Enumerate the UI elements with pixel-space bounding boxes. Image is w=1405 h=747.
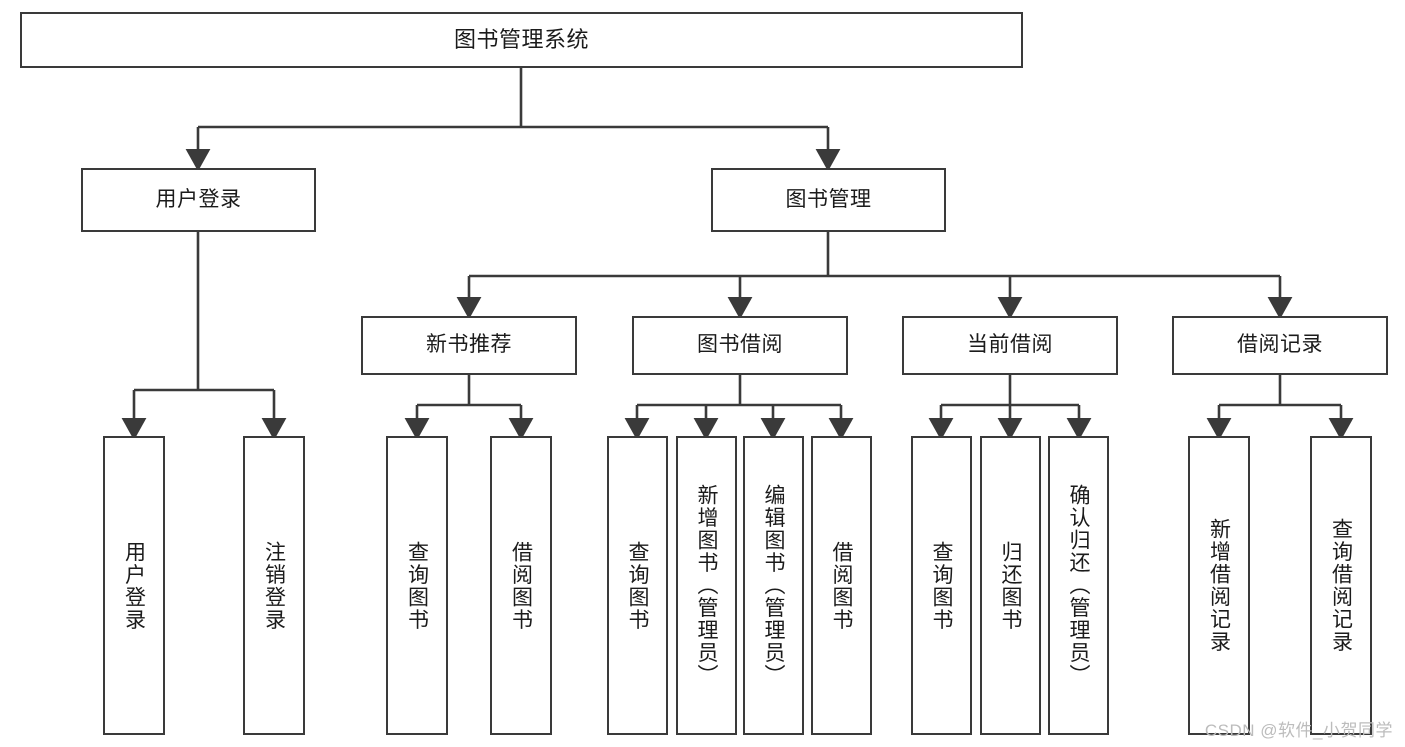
node-label: 注销登录 [262, 540, 286, 631]
node-label: 图书管理系统 [453, 27, 589, 53]
node-label: 用户登录 [122, 540, 146, 631]
node-label: 图书管理 [785, 187, 872, 211]
node-book-management[interactable]: 图书管理 [711, 168, 946, 232]
node-label: 用户登录 [155, 187, 242, 211]
node-label: 归还图书 [999, 540, 1022, 631]
leaf-query-borrow-record[interactable]: 查询借阅记录 [1310, 436, 1372, 735]
node-label: 新增图书（管理员） [695, 484, 718, 687]
leaf-logout[interactable]: 注销登录 [243, 436, 305, 735]
node-borrow-record[interactable]: 借阅记录 [1172, 316, 1388, 375]
leaf-user-login[interactable]: 用户登录 [103, 436, 165, 735]
watermark: CSDN @软件_小贺同学 [1204, 721, 1393, 740]
leaf-add-book-admin[interactable]: 新增图书（管理员） [676, 436, 737, 735]
leaf-confirm-return-admin[interactable]: 确认归还（管理员） [1048, 436, 1109, 735]
node-book-borrow[interactable]: 图书借阅 [632, 316, 848, 375]
node-label: 查询借阅记录 [1329, 518, 1353, 653]
leaf-query-book-recommend[interactable]: 查询图书 [386, 436, 448, 735]
node-label: 确认归还（管理员） [1067, 484, 1090, 687]
node-label: 借阅图书 [509, 540, 533, 631]
leaf-edit-book-admin[interactable]: 编辑图书（管理员） [743, 436, 804, 735]
leaf-query-book-borrow[interactable]: 查询图书 [607, 436, 668, 735]
node-label: 查询图书 [930, 540, 953, 631]
node-current-borrow[interactable]: 当前借阅 [902, 316, 1118, 375]
leaf-borrow-book-recommend[interactable]: 借阅图书 [490, 436, 552, 735]
node-new-book-recommend[interactable]: 新书推荐 [361, 316, 577, 375]
leaf-query-book-current[interactable]: 查询图书 [911, 436, 972, 735]
leaf-add-borrow-record[interactable]: 新增借阅记录 [1188, 436, 1250, 735]
leaf-return-book[interactable]: 归还图书 [980, 436, 1041, 735]
node-label: 当前借阅 [967, 333, 1053, 357]
node-label: 借阅记录 [1237, 333, 1323, 357]
node-label: 新增借阅记录 [1207, 518, 1231, 653]
node-label: 查询图书 [405, 540, 429, 631]
node-label: 图书借阅 [697, 333, 783, 357]
node-label: 编辑图书（管理员） [762, 484, 785, 687]
node-label: 新书推荐 [426, 333, 512, 357]
node-label: 查询图书 [626, 540, 649, 631]
node-user-login[interactable]: 用户登录 [81, 168, 316, 232]
node-root-system[interactable]: 图书管理系统 [20, 12, 1023, 68]
leaf-borrow-book[interactable]: 借阅图书 [811, 436, 872, 735]
node-label: 借阅图书 [830, 540, 853, 631]
